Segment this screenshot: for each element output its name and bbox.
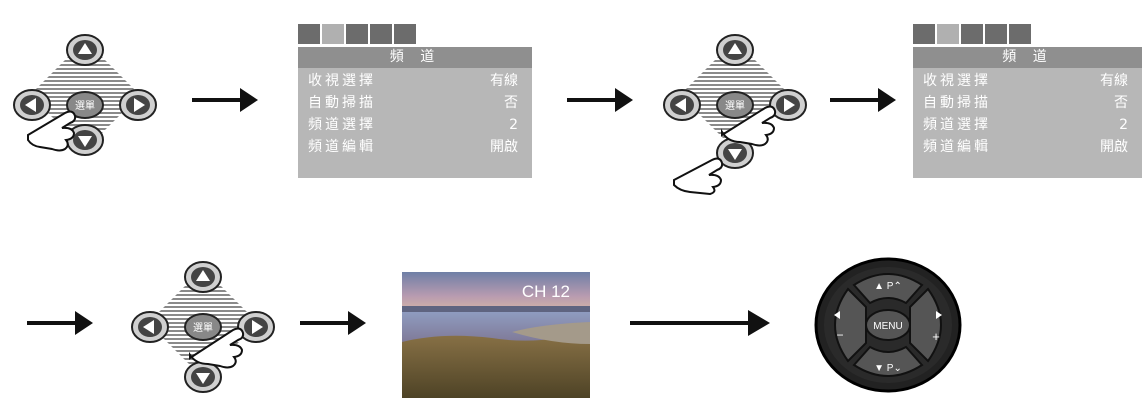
down-button[interactable] [716, 137, 754, 169]
menu-row[interactable]: 收視選擇有線 [308, 73, 518, 89]
picture-icon [298, 24, 320, 44]
svg-text:−: − [836, 328, 843, 342]
menu-row[interactable]: 自動掃描否 [308, 95, 518, 111]
select-button[interactable]: 選單 [716, 91, 754, 119]
sound-icon [1009, 24, 1031, 44]
left-button[interactable] [131, 311, 169, 343]
hand-pointer-icon [189, 327, 245, 369]
select-label: 選單 [725, 99, 745, 112]
arrow-right-icon [192, 88, 258, 112]
select-label: 選單 [75, 99, 95, 112]
select-label: 選單 [193, 321, 213, 334]
dpad-step3: 選單 [131, 261, 275, 393]
tools-icon [985, 24, 1007, 44]
svg-text:+: + [932, 329, 940, 344]
hand-pointer-icon [27, 110, 77, 152]
volume-up-button[interactable]: + [909, 287, 942, 363]
svg-text:MENU: MENU [873, 321, 902, 332]
menu-row[interactable]: 頻道編輯開啟 [308, 139, 518, 155]
hand-pointer-icon [673, 157, 724, 195]
up-button[interactable] [66, 34, 104, 66]
sound-icon [394, 24, 416, 44]
left-button[interactable] [13, 89, 51, 121]
svg-text:▲ P⌃: ▲ P⌃ [874, 281, 902, 292]
svg-text:▼ P⌄: ▼ P⌄ [874, 363, 902, 374]
tools-icon [370, 24, 392, 44]
dpad-step2: 選單 [663, 34, 807, 195]
arrow-right-icon [27, 311, 93, 335]
dpad-step1: 選單 [13, 34, 157, 156]
arrow-right-icon [630, 310, 770, 336]
left-button[interactable] [663, 89, 701, 121]
picture-icon [913, 24, 935, 44]
channel-up-button[interactable]: ▲ P⌃ [852, 273, 924, 305]
select-button[interactable]: 選單 [66, 91, 104, 119]
volume-down-button[interactable]: − [834, 287, 867, 363]
arrow-right-icon [830, 88, 896, 112]
screen-icon [961, 24, 983, 44]
arrow-right-icon [300, 311, 366, 335]
menu-title: 頻 道 [913, 47, 1142, 68]
hand-pointer-icon [721, 105, 777, 147]
right-button[interactable] [119, 89, 157, 121]
down-button[interactable] [184, 361, 222, 393]
tv-preview-image: CH 12 [402, 272, 590, 398]
down-button[interactable] [66, 124, 104, 156]
arrow-right-icon [567, 88, 633, 112]
menu-title: 頻 道 [298, 47, 532, 68]
channel-down-button[interactable]: ▼ P⌄ [852, 345, 924, 377]
channel-indicator: CH 12 [521, 282, 570, 301]
up-button[interactable] [184, 261, 222, 293]
menu-button[interactable]: MENU [865, 309, 911, 341]
channel-icon [322, 24, 344, 44]
menu-row[interactable]: 自動掃描否 [923, 95, 1128, 111]
select-button[interactable]: 選單 [184, 313, 222, 341]
menu-row[interactable]: 頻道編輯開啟 [923, 139, 1128, 155]
channel-icon [937, 24, 959, 44]
screen-icon [346, 24, 368, 44]
menu-row[interactable]: 收視選擇有線 [923, 73, 1128, 89]
remote-control-pad: ▲ P⌃ ▼ P⌄ − + MENU [814, 257, 962, 393]
right-button[interactable] [237, 311, 275, 343]
right-button[interactable] [769, 89, 807, 121]
up-button[interactable] [716, 34, 754, 66]
